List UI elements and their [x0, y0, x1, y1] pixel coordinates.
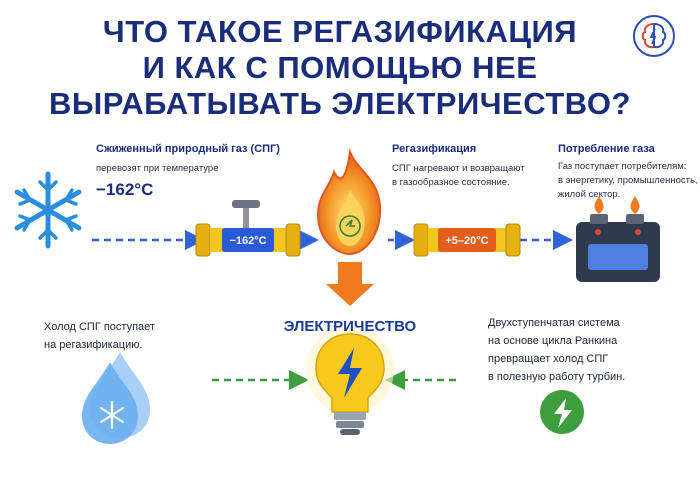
rankine-card-line-2: на основе цикла Ранкина: [488, 335, 618, 347]
cold-card-text: Холод СПГ поступает на регазификацию.: [44, 318, 155, 354]
rankine-card-line-3: превращает холод СПГ: [488, 353, 609, 365]
regas-heading: Регазификация: [392, 143, 477, 155]
lightbulb-icon: [306, 326, 394, 435]
cold-pipe-label: −162°C: [229, 235, 266, 247]
regas-line-1: СПГ нагревают и возвращают: [392, 163, 525, 174]
rankine-card-text: Двухступенчатая система на основе цикла …: [488, 314, 625, 386]
page-title: ЧТО ТАКОЕ РЕГАЗИФИКАЦИЯ И КАК С ПОМОЩЬЮ …: [40, 14, 640, 122]
consumption-line-1: Газ поступает потребителям:: [558, 161, 687, 172]
rankine-card-line-1: Двухступенчатая система: [488, 317, 620, 329]
cold-card-line-2: на регазификацию.: [44, 339, 143, 351]
water-drop-icon: [82, 352, 150, 444]
flame-icon: [316, 148, 382, 256]
consumption-heading: Потребление газа: [558, 143, 655, 155]
cold-card-line-1: Холод СПГ поступает: [44, 321, 155, 333]
title-line-2: И КАК С ПОМОЩЬЮ НЕЕ: [142, 50, 538, 85]
electricity-label: ЭЛЕКТРИЧЕСТВО: [283, 318, 417, 335]
cold-pipe: [195, 200, 301, 257]
title-line-1: ЧТО ТАКОЕ РЕГАЗИФИКАЦИЯ: [102, 14, 578, 49]
valve-icon: [232, 200, 260, 228]
rankine-card-line-4: в полезную работу турбин.: [488, 371, 626, 383]
lightning-icon: [338, 348, 362, 398]
down-arrow-icon: [326, 262, 374, 306]
stove-icon: [576, 196, 660, 282]
brain-logo-icon: [633, 15, 675, 57]
lng-heading: Сжиженный природный газ (СПГ): [96, 143, 280, 155]
lng-subtitle: перевозят при температуре: [96, 163, 219, 174]
consumption-line-3: жилой сектор.: [558, 189, 621, 200]
warm-pipe-label: +5–20°C: [445, 235, 488, 247]
energy-circle-icon: [540, 390, 584, 434]
snowflake-icon: [14, 171, 82, 249]
consumption-line-2: в энергетику, промышленность,: [558, 175, 698, 186]
lng-temperature: −162°C: [96, 180, 154, 199]
title-line-3: ВЫРАБАТЫВАТЬ ЭЛЕКТРИЧЕСТВО?: [49, 86, 631, 121]
warm-pipe: [413, 223, 521, 257]
regas-line-2: в газообразное состояние.: [392, 177, 510, 188]
